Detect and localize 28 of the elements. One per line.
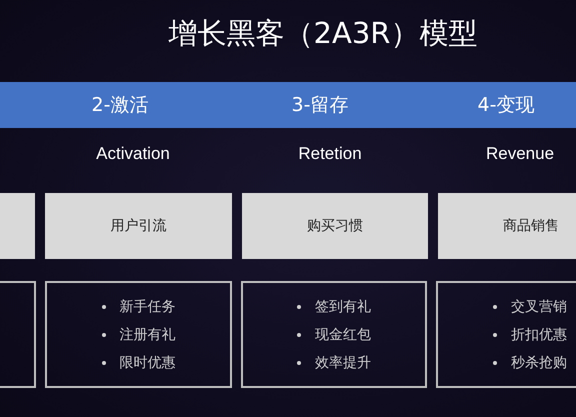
stage-box [45,193,232,259]
tactic-item: 效率提升 [315,354,371,372]
tactic-item: 折扣优惠 [511,326,567,344]
stage-label: 商品销售 [503,217,559,235]
stage-label: 用户引流 [110,217,166,235]
tactics-panel [0,281,36,388]
tactic-item: 注册有礼 [120,326,176,344]
tactic-item: 限时优惠 [120,354,176,372]
stage-heading: 4-变现 [478,93,534,118]
stage-box [438,193,576,259]
stage-label: 购买习惯 [307,217,363,235]
stage-heading: 3-留存 [292,93,348,118]
stage-name: Retetion [298,144,362,164]
tactics-panel [45,281,232,388]
stage-name: Revenue [486,144,554,164]
tactic-item: 秒杀抢购 [511,354,567,372]
diagram-title: 增长黑客（2A3R）模型 [168,15,478,52]
stage-heading: 2-激活 [92,93,148,118]
tactics-panel [241,281,427,388]
stage-box [242,193,428,259]
tactics-panel [436,281,576,388]
tactic-item: 交叉营销 [511,298,567,316]
tactic-item: 现金红包 [315,326,371,344]
tactic-item: 签到有礼 [315,298,371,316]
stage-box [0,193,35,259]
header-band [0,82,576,128]
tactic-item: 新手任务 [120,298,176,316]
stage-name: Activation [96,144,170,164]
